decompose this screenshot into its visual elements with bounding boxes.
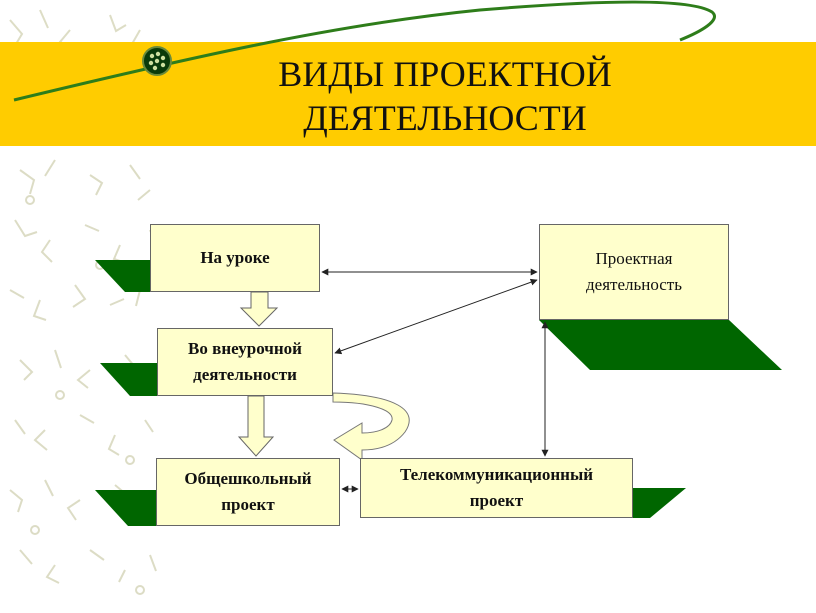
box-school-wide: Общешкольный проект [156, 458, 340, 526]
shadow-extra [100, 363, 157, 396]
box-project-label-2: деятельность [586, 275, 682, 294]
box-lesson: На уроке [150, 224, 320, 292]
title-line-1: ВИДЫ ПРОЕКТНОЙ [278, 54, 612, 94]
title-line-2: ДЕЯТЕЛЬНОСТИ [303, 98, 587, 138]
box-lesson-label: На уроке [200, 248, 270, 267]
arrow-down-lesson-extra [239, 291, 279, 327]
shadow-lesson [95, 260, 150, 292]
swoosh-line [13, 0, 716, 102]
arrow-extra-project [334, 278, 538, 355]
page-title: ВИДЫ ПРОЕКТНОЙ ДЕЯТЕЛЬНОСТИ [200, 52, 690, 140]
box-extra-label-1: Во внеурочной [188, 339, 302, 358]
box-tele-label-1: Телекоммуникационный [399, 465, 594, 484]
arrow-down-extra-school [237, 395, 275, 457]
decorative-pattern [9, 9, 157, 595]
box-project-activity: Проектная деятельность [539, 224, 729, 320]
box-telecom: Телекоммуникационный проект [360, 458, 633, 518]
title-band [0, 42, 816, 146]
box-school-label-2: проект [221, 495, 275, 514]
box-tele-label-2: проект [469, 491, 524, 510]
curved-arrow [332, 392, 410, 461]
shadow-school [95, 490, 156, 526]
shadow-project [539, 320, 782, 370]
shadow-tele [633, 488, 686, 518]
bullet-ornament [142, 46, 172, 76]
box-extra-label-2: деятельности [193, 365, 297, 384]
box-extracurricular: Во внеурочной деятельности [157, 328, 333, 396]
box-school-label-1: Общешкольный [184, 469, 312, 488]
box-project-label-1: Проектная [595, 249, 673, 268]
